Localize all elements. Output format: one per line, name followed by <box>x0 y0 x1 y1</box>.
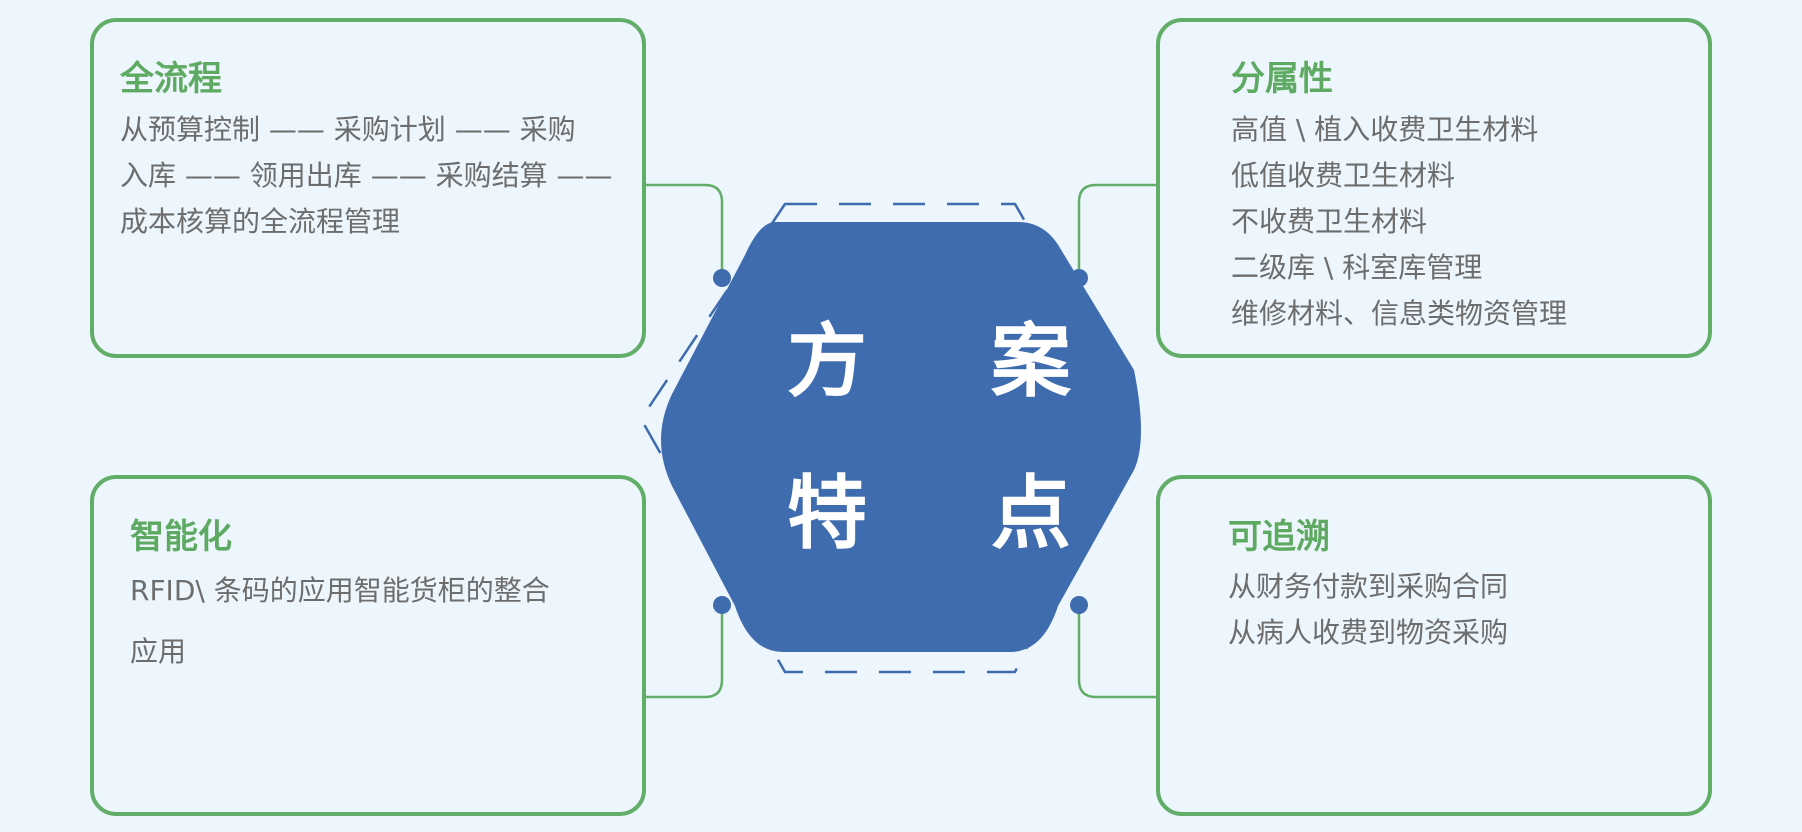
connector-top-right <box>1077 183 1182 278</box>
center-hexagon <box>661 222 1141 652</box>
node-dot <box>1070 596 1088 614</box>
card-attributes: 分属性 高值 \ 植入收费卫生材料 低值收费卫生材料 不收费卫生材料 二级库 \… <box>1156 18 1712 358</box>
card-traceable: 可追溯 从财务付款到采购合同 从病人收费到物资采购 <box>1156 475 1712 816</box>
node-dot <box>713 269 731 287</box>
card-line: 应用 <box>130 635 187 668</box>
node-dot <box>1070 269 1088 287</box>
card-line: 高值 \ 植入收费卫生材料 <box>1231 113 1539 146</box>
dashed-hexagon-ring <box>639 202 1141 674</box>
card-full-process: 全流程 从预算控制 —— 采购计划 —— 采购 入库 —— 领用出库 —— 采购… <box>90 18 646 358</box>
card-title: 可追溯 <box>1228 517 1330 557</box>
card-body: 高值 \ 植入收费卫生材料 低值收费卫生材料 不收费卫生材料 二级库 \ 科室库… <box>1231 107 1567 337</box>
card-line: 二级库 \ 科室库管理 <box>1231 251 1483 284</box>
card-body: RFID\ 条码的应用智能货柜的整合 应用 <box>130 560 550 682</box>
card-title: 智能化 <box>130 517 232 557</box>
card-line: 从预算控制 —— 采购计划 —— 采购 <box>120 113 576 146</box>
connector-top-left <box>619 183 724 278</box>
card-line: 从病人收费到物资采购 <box>1228 616 1509 649</box>
card-line: RFID\ 条码的应用智能货柜的整合 <box>130 574 550 607</box>
connector-bottom-left <box>619 605 724 699</box>
card-line: 从财务付款到采购合同 <box>1228 570 1509 603</box>
card-line: 入库 —— 领用出库 —— 采购结算 —— <box>120 159 613 192</box>
node-dot <box>713 596 731 614</box>
card-line: 成本核算的全流程管理 <box>120 205 401 238</box>
card-title: 全流程 <box>120 59 222 99</box>
card-line: 维修材料、信息类物资管理 <box>1231 297 1568 330</box>
card-body: 从财务付款到采购合同 从病人收费到物资采购 <box>1228 564 1508 656</box>
card-line: 低值收费卫生材料 <box>1231 159 1456 192</box>
card-title: 分属性 <box>1231 59 1333 99</box>
center-title-line2: 特 点 <box>787 467 1119 560</box>
card-body: 从预算控制 —— 采购计划 —— 采购 入库 —— 领用出库 —— 采购结算 —… <box>120 107 613 245</box>
card-intelligent: 智能化 RFID\ 条码的应用智能货柜的整合 应用 <box>90 475 646 816</box>
connector-bottom-right <box>1077 605 1182 699</box>
card-line: 不收费卫生材料 <box>1231 205 1428 238</box>
center-title-line1: 方 案 <box>787 315 1119 408</box>
